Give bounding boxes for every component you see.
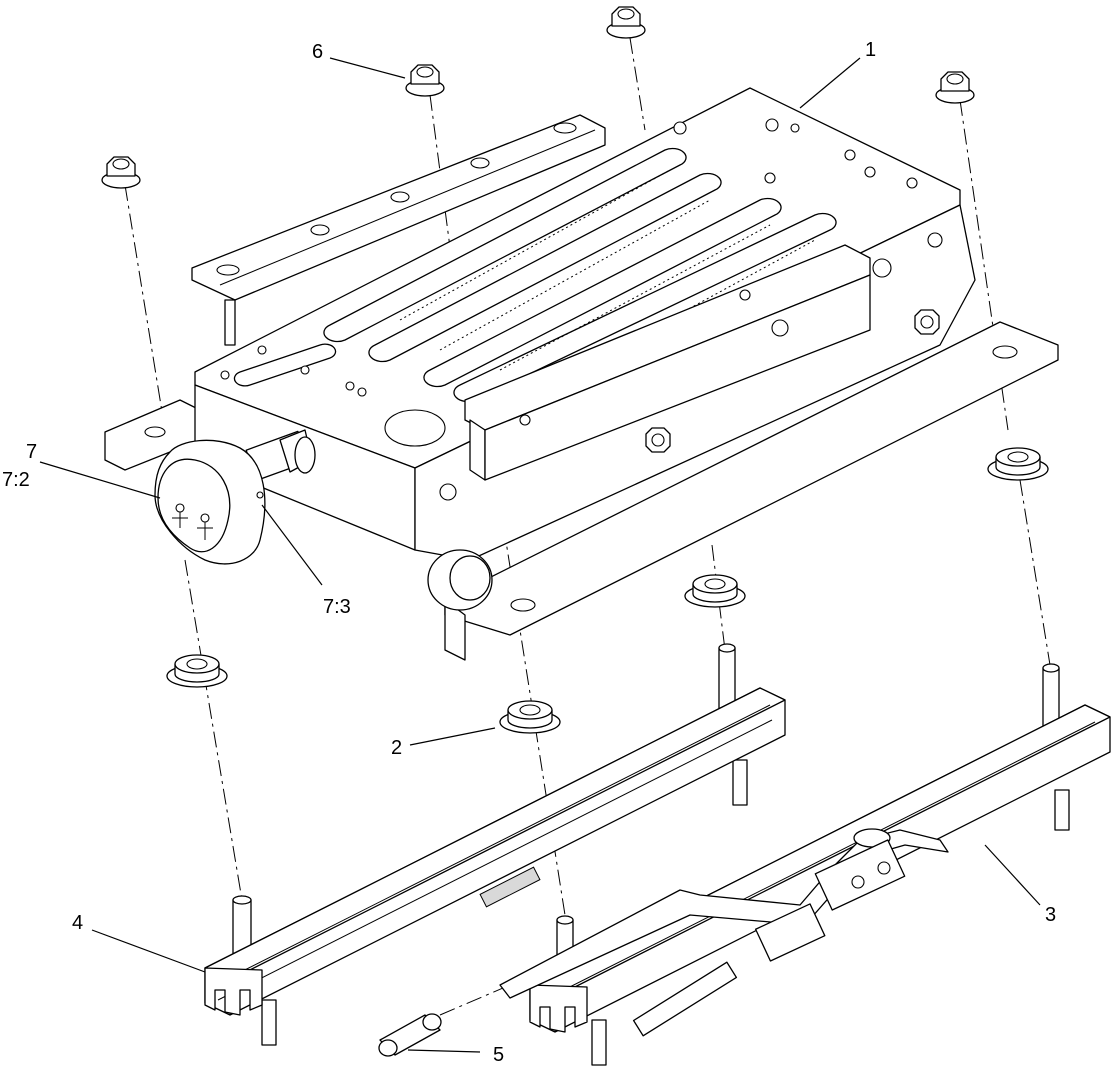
callout-5: 5: [493, 1044, 504, 1066]
flange-nut-part-6: [101, 6, 975, 189]
callout-7-3: 7:3: [323, 596, 351, 618]
callout-1: 1: [865, 39, 876, 61]
callout-7-2: 7:2: [2, 469, 30, 491]
callout-4: 4: [72, 912, 83, 934]
pin-part-5: [378, 1013, 442, 1057]
callout-3: 3: [1045, 904, 1056, 926]
callout-2: 2: [391, 737, 402, 759]
leader-lines: [39, 57, 1041, 1053]
callout-7: 7: [26, 441, 37, 463]
callout-labels: 1 2 3 4 5 6 7 7:2 7:3: [2, 39, 1056, 1066]
callout-6: 6: [312, 41, 323, 63]
person-down-icon: [197, 513, 213, 540]
adjustment-knob-part-7: [154, 429, 316, 565]
slide-rail-part-4: [204, 643, 786, 1046]
isolator-mounts-part-2: [166, 447, 1049, 734]
person-up-icon: [172, 503, 188, 528]
slide-rail-part-3: [499, 663, 1111, 1066]
suspension-base-part-1: [104, 87, 1059, 661]
